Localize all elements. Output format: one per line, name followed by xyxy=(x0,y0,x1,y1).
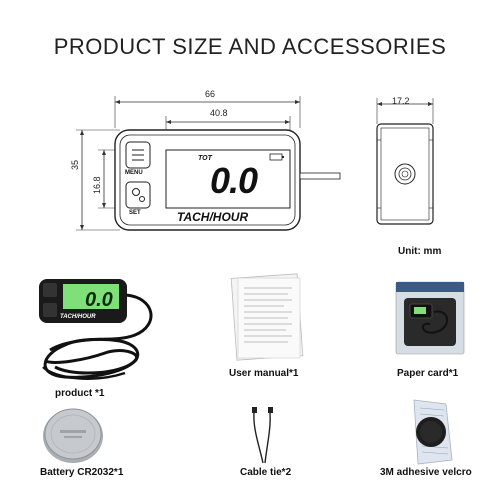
caption-cable-tie: Cable tie*2 xyxy=(240,467,292,478)
caption-battery: Battery CR2032*1 xyxy=(40,467,124,478)
tot-label: TOT xyxy=(198,155,212,162)
velcro-image xyxy=(413,399,453,465)
battery-image xyxy=(43,408,103,463)
display-value: 0.0 xyxy=(210,160,258,201)
page-title: PRODUCT SIZE AND ACCESSORIES xyxy=(53,34,447,59)
user-manual-image xyxy=(230,273,304,361)
cable-tie-image xyxy=(252,407,273,464)
dimension-depth: 17.2 xyxy=(392,96,410,106)
side-view-drawing xyxy=(376,98,434,225)
product-image: 0.0 xyxy=(39,279,153,380)
caption-velcro: 3M adhesive velcro xyxy=(380,467,472,478)
menu-label: MENU xyxy=(125,170,143,176)
paper-card-image xyxy=(395,281,465,355)
front-view-drawing xyxy=(76,96,341,231)
set-label: SET xyxy=(129,210,141,216)
caption-product: product *1 xyxy=(55,388,105,399)
svg-text:0.0: 0.0 xyxy=(85,289,113,311)
caption-user-manual: User manual*1 xyxy=(229,368,299,379)
dimension-screen-width: 40.8 xyxy=(210,108,228,118)
unit-label: Unit: mm xyxy=(398,246,442,257)
dimension-screen-height: 16.8 xyxy=(92,176,102,194)
product-brand-label: TACH/HOUR xyxy=(60,314,96,320)
dimension-width: 66 xyxy=(205,89,216,99)
dimension-height: 35 xyxy=(70,159,80,170)
brand-label: TACH/HOUR xyxy=(177,210,249,224)
caption-paper-card: Paper card*1 xyxy=(397,368,459,379)
